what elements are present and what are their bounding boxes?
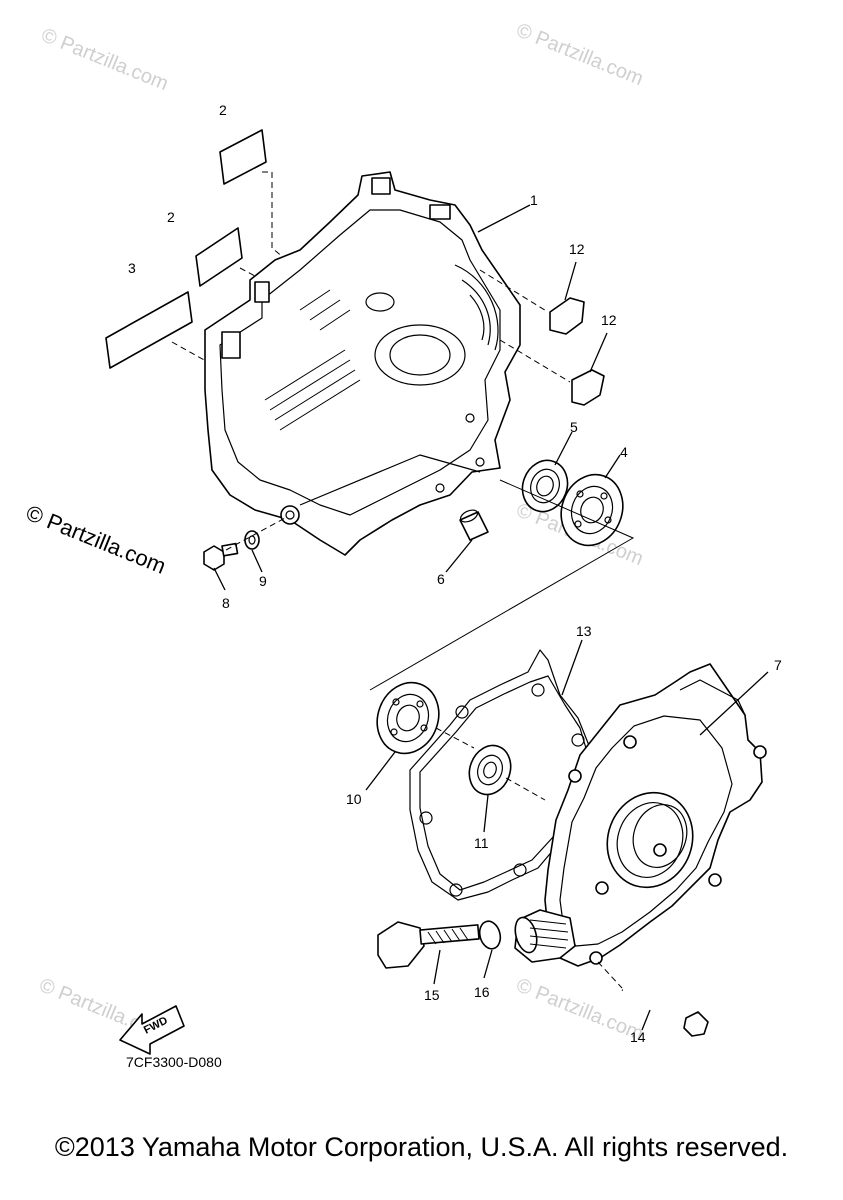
- fwd-arrow-icon: FWD: [119, 1005, 185, 1055]
- callout-2-upper: 2: [219, 102, 227, 118]
- bolt-8: [203, 542, 239, 591]
- crankcase: [204, 171, 521, 556]
- watermark-top-right: © Partzilla.com: [513, 19, 646, 90]
- watermark-bottom-right: © Partzilla.com: [513, 974, 646, 1045]
- dipstick-15: [377, 921, 480, 985]
- bolt-14: [621, 987, 709, 1037]
- bearing-4: [560, 454, 624, 547]
- callout-13: 13: [576, 623, 592, 639]
- watermark-top-left: © Partzilla.com: [38, 24, 171, 95]
- o-ring-16: [478, 920, 502, 979]
- callout-7: 7: [774, 657, 782, 673]
- callout-1: 1: [530, 192, 538, 208]
- callout-12-lower: 12: [601, 312, 617, 328]
- callout-10: 10: [346, 791, 362, 807]
- copyright-notice: ©2013 Yamaha Motor Corporation, U.S.A. A…: [54, 1132, 789, 1162]
- callout-9: 9: [259, 573, 267, 589]
- oil-filler-neck: [514, 909, 576, 963]
- callout-16: 16: [474, 984, 490, 1000]
- crankcase-cover-7: [544, 663, 769, 967]
- callout-8: 8: [222, 595, 230, 611]
- clip-12: [479, 261, 608, 406]
- label-plate-3: [105, 291, 193, 369]
- callout-4: 4: [620, 444, 628, 460]
- callout-3: 3: [128, 260, 136, 276]
- callout-12-upper: 12: [569, 241, 585, 257]
- washer-9: [244, 530, 263, 573]
- bearing-10: [365, 681, 440, 791]
- label-plate-2-lower: [195, 227, 243, 287]
- callout-14: 14: [630, 1029, 646, 1045]
- callout-2-lower: 2: [167, 209, 175, 225]
- callout-6: 6: [437, 571, 445, 587]
- callout-15: 15: [424, 987, 440, 1003]
- callout-11: 11: [474, 835, 489, 851]
- oil-seal-5: [521, 431, 573, 513]
- oil-seal-11: [468, 744, 512, 833]
- callout-5: 5: [570, 419, 578, 435]
- dowel-pin-6: [445, 509, 489, 573]
- label-plate-2-upper: [219, 129, 267, 185]
- diagram-code: 7CF3300-D080: [126, 1054, 222, 1070]
